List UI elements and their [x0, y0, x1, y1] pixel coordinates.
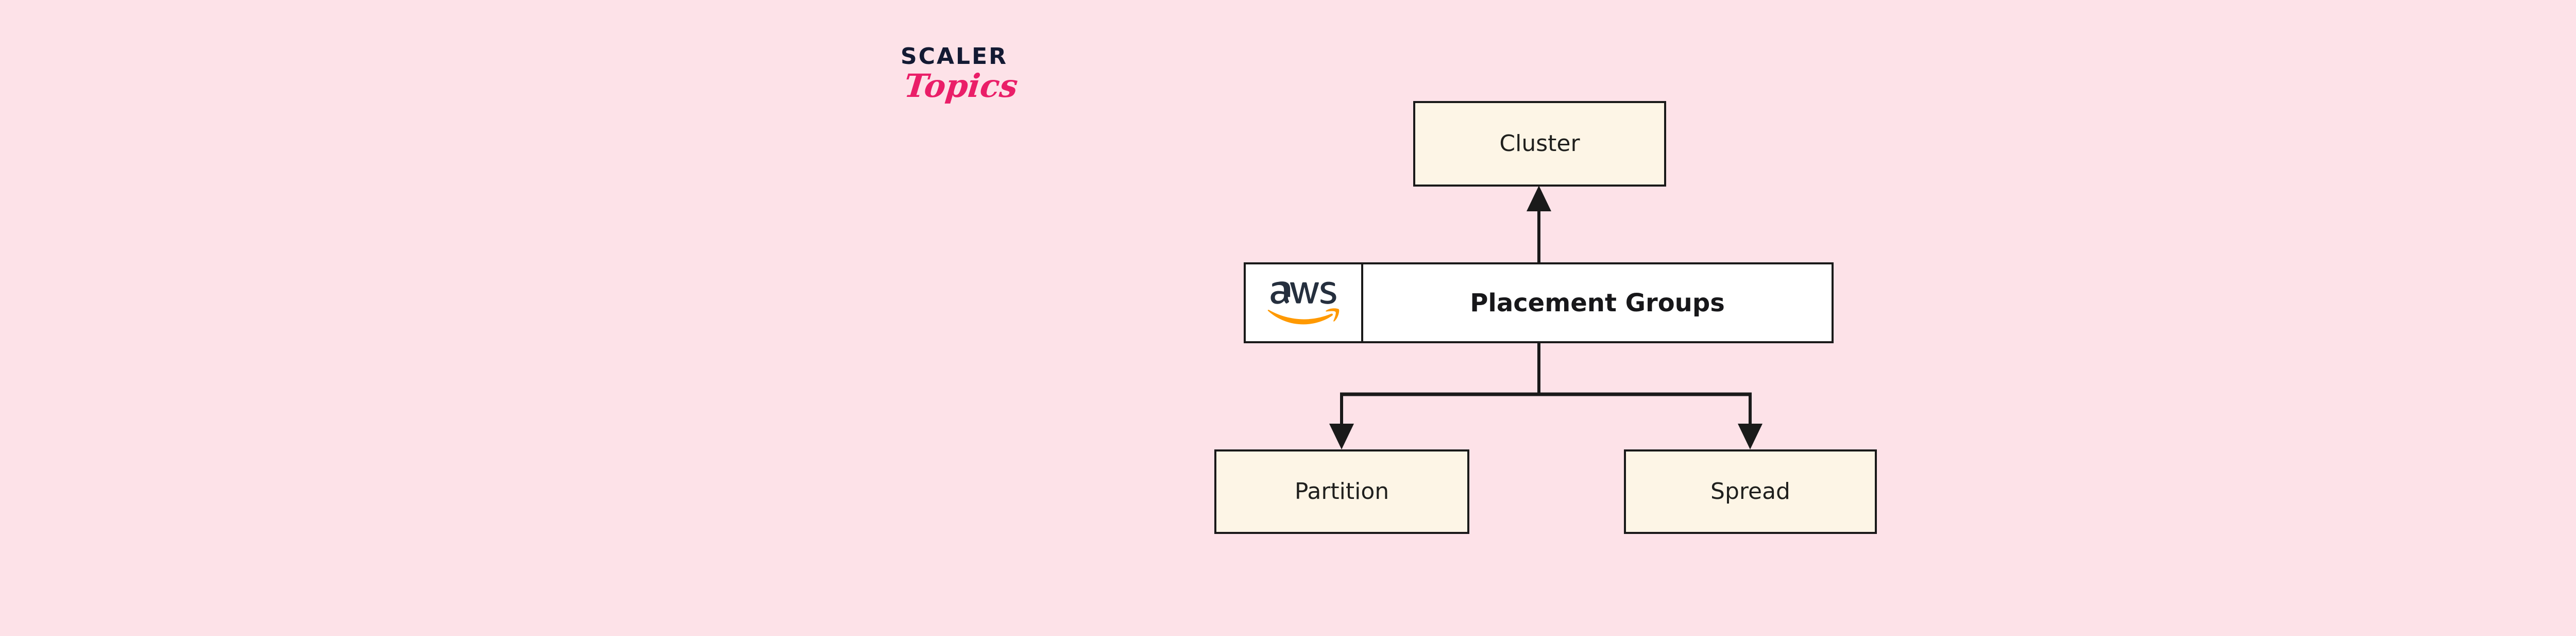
logo-wordmark-scaler: SCALER — [901, 43, 1008, 70]
node-placement-groups-label: Placement Groups — [1470, 288, 1725, 317]
aws-logo-cell — [1246, 264, 1363, 341]
edge-bar-to-spread — [1738, 394, 1762, 449]
logo-wordmark-topics: Topics — [902, 67, 1020, 105]
node-spread[interactable]: Spread — [1624, 449, 1877, 534]
node-spread-label: Spread — [1710, 478, 1790, 505]
node-placement-groups[interactable]: Placement Groups — [1244, 262, 1834, 343]
node-cluster[interactable]: Cluster — [1413, 101, 1666, 187]
node-partition-label: Partition — [1294, 478, 1389, 505]
node-partition[interactable]: Partition — [1214, 449, 1469, 534]
scaler-topics-logo: SCALER Topics — [901, 45, 1055, 128]
node-cluster-label: Cluster — [1499, 130, 1580, 157]
edge-bar-to-partition — [1329, 394, 1354, 449]
edge-root-to-cluster — [1527, 186, 1551, 262]
root-label-cell: Placement Groups — [1363, 264, 1832, 341]
aws-logo-icon — [1267, 281, 1340, 324]
